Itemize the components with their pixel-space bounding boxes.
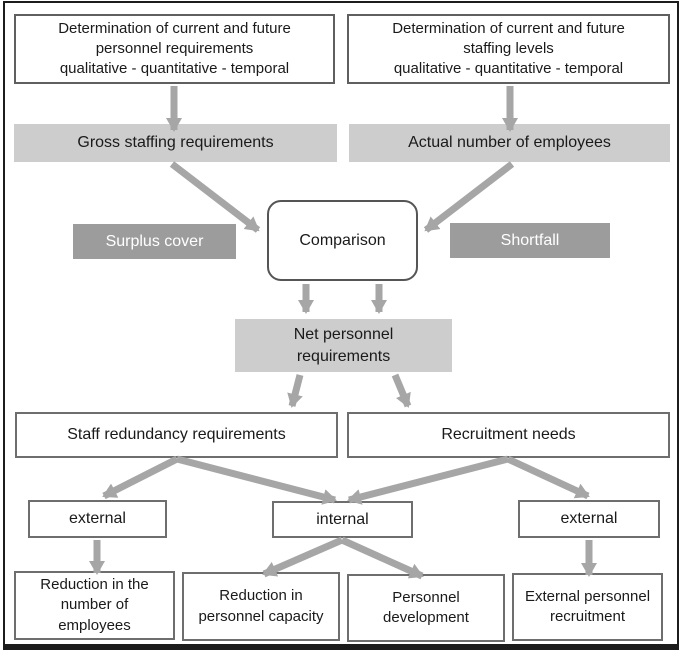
net-personnel-requirements-box: Net personnel requirements	[235, 319, 452, 372]
recruitment-needs-box: Recruitment needs	[347, 412, 670, 458]
actual-number-of-employees-box: Actual number of employees	[349, 124, 670, 162]
determination-personnel-requirements-box: Determination of current and future pers…	[14, 14, 335, 84]
determination-staffing-levels-box: Determination of current and future staf…	[347, 14, 670, 84]
shortfall-box: Shortfall	[450, 223, 610, 258]
reduction-personnel-capacity-box: Reduction in personnel capacity	[182, 572, 340, 641]
gross-staffing-requirements-box: Gross staffing requirements	[14, 124, 337, 162]
external-left-box: external	[28, 500, 167, 538]
surplus-cover-box: Surplus cover	[73, 224, 236, 259]
personnel-development-box: Personnel development	[347, 574, 505, 642]
staff-redundancy-requirements-box: Staff redundancy requirements	[15, 412, 338, 458]
external-personnel-recruitment-box: External personnel recruitment	[512, 573, 663, 641]
external-right-box: external	[518, 500, 660, 538]
internal-box: internal	[272, 501, 413, 538]
diagram-outer-frame	[3, 1, 679, 650]
reduction-number-of-employees-box: Reduction in the number of employees	[14, 571, 175, 640]
comparison-box: Comparison	[267, 200, 418, 281]
